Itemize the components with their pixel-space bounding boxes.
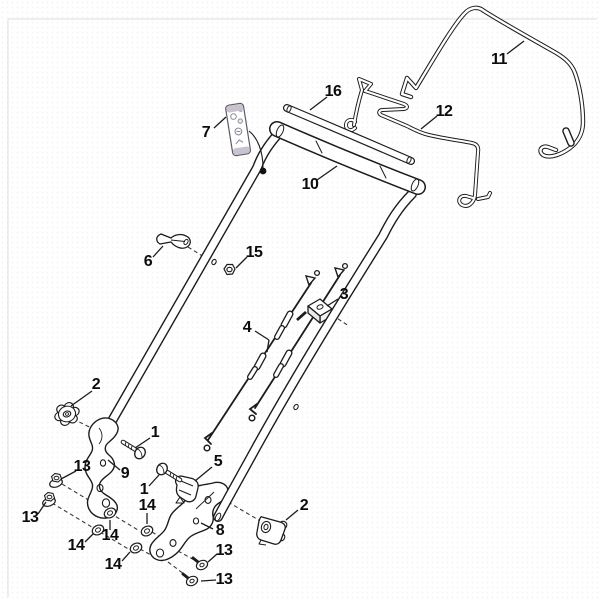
- leader-line-16-1: [309, 96, 328, 111]
- leader-line-4-8: [266, 339, 270, 353]
- star-knob-right: [256, 516, 288, 546]
- callout-label-14-17: 14: [101, 527, 119, 544]
- instruction-sticker: [225, 102, 252, 157]
- upper-handle-grip: [269, 121, 426, 195]
- callout-label-8-20: 8: [215, 522, 225, 539]
- callout-leader-lines: [37, 40, 525, 582]
- washers: [91, 507, 154, 554]
- handlebar-left-leg: [92, 125, 287, 452]
- leader-line-7-3: [213, 116, 227, 129]
- callout-label-13-23: 13: [215, 571, 233, 588]
- callout-label-1-13: 1: [139, 481, 149, 498]
- callout-label-16-1: 16: [324, 83, 342, 100]
- leader-line-14-19: [121, 551, 131, 562]
- wire-guide-lower: [344, 77, 492, 208]
- flange-screw-lower: [181, 572, 199, 587]
- wire-guide-upper: [399, 5, 586, 159]
- hex-nut-15: [223, 263, 236, 276]
- callout-label-4-8: 4: [242, 319, 252, 336]
- leader-line-13-23: [200, 579, 217, 582]
- leader-line-14-18: [84, 533, 94, 543]
- leader-line-2-21: [285, 509, 299, 521]
- callout-label-13-11: 13: [73, 458, 91, 475]
- flange-nut-lower: [42, 491, 56, 507]
- flange-nut-upper: [49, 472, 63, 488]
- leader-line-2-9: [70, 390, 93, 407]
- callout-label-2-9: 2: [91, 376, 101, 393]
- callout-label-14-16: 14: [138, 497, 156, 514]
- leader-line-5-14: [194, 466, 213, 482]
- bail-lever: [283, 104, 415, 165]
- callout-label-3-7: 3: [339, 286, 349, 303]
- washer-2: [91, 524, 105, 536]
- handle-bracket-left: [84, 417, 119, 519]
- leader-line-1-10: [134, 437, 151, 449]
- callout-label-6-5: 6: [143, 253, 153, 270]
- callout-label-1-10: 1: [150, 424, 160, 441]
- handlebar-right-leg: [213, 189, 417, 522]
- callout-label-14-18: 14: [67, 537, 85, 554]
- callout-label-7-3: 7: [201, 124, 211, 141]
- leader-line-12-2: [420, 115, 438, 130]
- callout-label-13-22: 13: [215, 542, 233, 559]
- leader-line-8-20: [200, 522, 214, 530]
- leader-line-13-11: [60, 470, 77, 480]
- leader-line-13-15: [37, 501, 47, 515]
- carriage-bolt-upper: [120, 439, 146, 460]
- leader-line-11-0: [506, 40, 525, 55]
- leader-line-10-4: [316, 165, 338, 181]
- leader-line-4-8: [254, 330, 270, 341]
- leader-line-6-5: [152, 245, 164, 258]
- callout-label-11-0: 11: [491, 51, 507, 68]
- sticker-leader: [248, 130, 267, 175]
- leader-line-13-22: [207, 553, 218, 563]
- callout-label-14-19: 14: [104, 556, 122, 573]
- callout-label-15-6: 15: [245, 244, 263, 261]
- leader-line-15-6: [235, 256, 248, 269]
- handle-bracket-right: [149, 481, 229, 562]
- leader-line-1-13: [148, 474, 160, 487]
- washer-1: [103, 507, 117, 519]
- callout-label-9-12: 9: [120, 465, 130, 482]
- control-cables: [203, 262, 349, 452]
- star-knob-left: [54, 402, 80, 426]
- spring-clip: [156, 233, 191, 249]
- flange-screw-upper: [191, 556, 209, 571]
- carriage-bolt-lower: [156, 462, 183, 483]
- leader-line-3-7: [326, 298, 339, 307]
- callout-label-5-14: 5: [213, 453, 223, 470]
- callout-label-2-21: 2: [299, 497, 309, 514]
- callout-label-12-2: 12: [435, 103, 453, 120]
- callout-label-10-4: 10: [301, 176, 319, 193]
- washer-3: [140, 525, 154, 537]
- callout-label-13-15: 13: [21, 509, 39, 526]
- washer-4: [129, 542, 143, 554]
- leader-line-9-12: [107, 459, 121, 471]
